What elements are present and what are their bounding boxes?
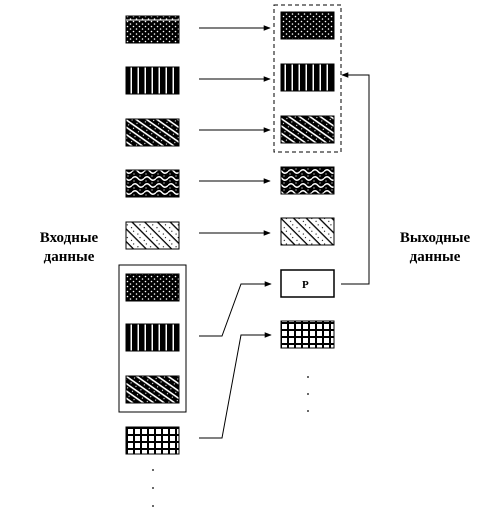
arrows bbox=[199, 25, 370, 439]
input-block-4 bbox=[125, 169, 180, 198]
input-label-line2: данные bbox=[43, 249, 95, 265]
input-data-label: Входные данные bbox=[22, 229, 116, 267]
input-label-line1: Входные bbox=[39, 230, 99, 246]
input-block-3 bbox=[125, 118, 180, 147]
input-block-5 bbox=[125, 221, 180, 250]
input-block-2 bbox=[125, 66, 180, 95]
output-block-5 bbox=[280, 217, 335, 246]
output-block-1 bbox=[280, 11, 335, 40]
input-group-frame bbox=[118, 264, 187, 413]
output-blocks: P bbox=[273, 4, 342, 412]
output-block-7 bbox=[280, 320, 335, 349]
output-label-line1: Выходные bbox=[399, 230, 471, 246]
output-label-line2: данные bbox=[409, 249, 461, 265]
output-block-4 bbox=[280, 166, 335, 195]
input-continuation-dots bbox=[152, 469, 154, 507]
input-blocks bbox=[118, 15, 187, 507]
result-block-label: P bbox=[302, 279, 309, 291]
output-continuation-dots bbox=[307, 376, 309, 412]
output-group-frame bbox=[273, 4, 342, 153]
output-block-2 bbox=[280, 63, 335, 92]
input-block-6 bbox=[125, 273, 180, 302]
arrow-result-feedback bbox=[341, 72, 370, 285]
arrow-group-to-result bbox=[199, 281, 272, 337]
arrow-grid-to-output bbox=[199, 332, 272, 439]
output-block-3 bbox=[280, 115, 335, 144]
input-block-8 bbox=[125, 375, 180, 404]
result-block bbox=[280, 269, 335, 298]
input-block-7 bbox=[125, 323, 180, 352]
output-data-label: Выходные данные bbox=[384, 229, 486, 267]
input-block-9 bbox=[125, 426, 180, 455]
